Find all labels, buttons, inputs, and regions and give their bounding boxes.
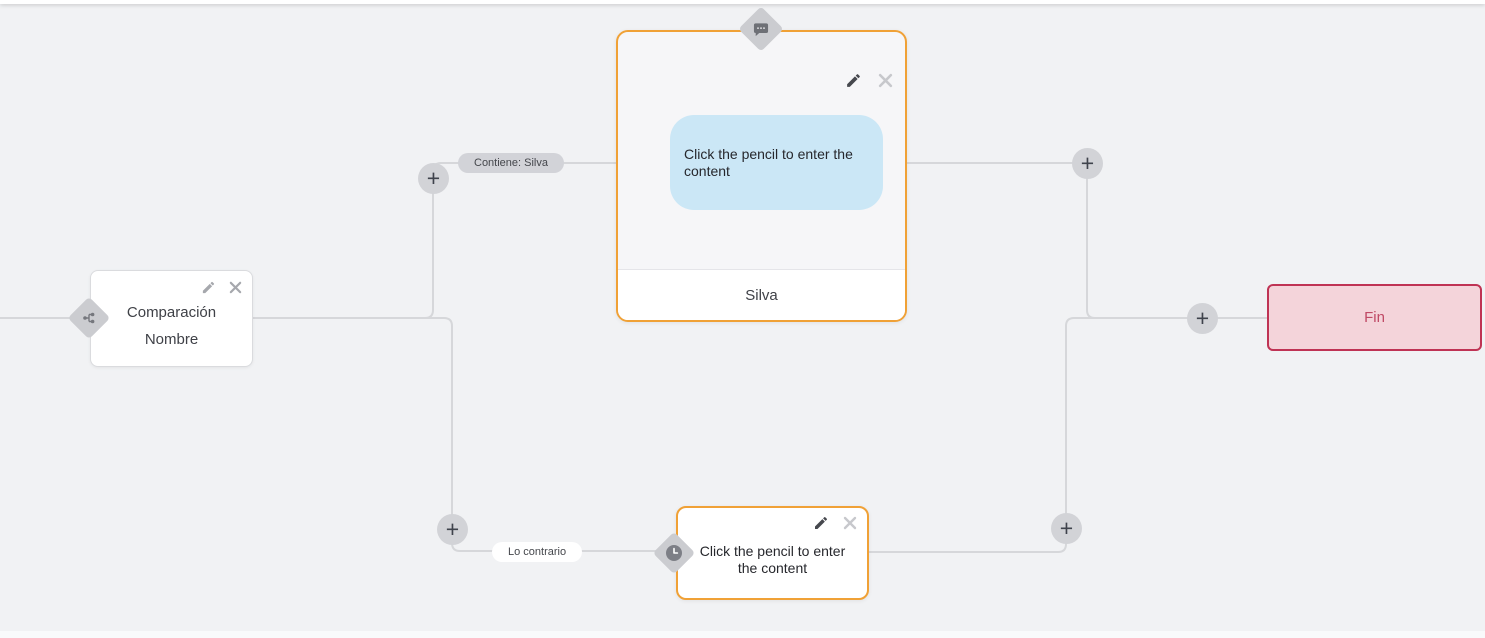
add-node-button-bottom-branch[interactable]: +: [437, 514, 468, 545]
message-node[interactable]: Click the pencil to enter the content Si…: [616, 30, 907, 322]
condition-node-type-badge: [67, 296, 111, 340]
close-icon[interactable]: [229, 281, 242, 294]
delay-node-text: Click the pencil to enter the content: [699, 543, 846, 576]
add-node-button-before-end[interactable]: +: [1187, 303, 1218, 334]
edge-label-otherwise[interactable]: Lo contrario: [492, 542, 583, 562]
toolbar-bottom-edge: [0, 0, 1485, 4]
edge-delay-to-end: [869, 317, 1190, 553]
message-node-footer: Silva: [618, 269, 905, 320]
add-node-button-after-delay[interactable]: +: [1051, 513, 1082, 544]
edge-label-contains[interactable]: Contiene: Silva: [458, 153, 564, 173]
clock-icon: [666, 545, 682, 561]
edge-condition-to-delay: [253, 317, 660, 552]
condition-title-line1: Comparación: [126, 303, 217, 321]
chat-bubble-icon: [753, 22, 769, 36]
close-icon[interactable]: [878, 73, 893, 88]
message-footer-label: Silva: [745, 286, 778, 304]
end-node[interactable]: Fin: [1267, 284, 1482, 351]
edge-message-to-end: [907, 162, 1267, 319]
condition-node[interactable]: Comparación Nombre: [90, 270, 253, 367]
add-node-button-after-message[interactable]: +: [1072, 148, 1103, 179]
close-icon[interactable]: [843, 516, 857, 530]
branch-icon: [83, 312, 95, 324]
end-node-label: Fin: [1364, 309, 1385, 326]
delay-node[interactable]: Click the pencil to enter the content: [676, 506, 869, 600]
edit-pencil-icon[interactable]: [845, 72, 862, 89]
add-node-button-top-branch[interactable]: +: [418, 163, 449, 194]
statusbar-top-edge: [0, 631, 1485, 638]
edit-pencil-icon[interactable]: [813, 515, 829, 531]
edit-pencil-icon[interactable]: [201, 280, 216, 295]
message-bubble: Click the pencil to enter the content: [670, 115, 883, 210]
condition-title-line2: Nombre: [144, 330, 199, 348]
message-node-type-badge: [738, 6, 784, 52]
delay-node-type-badge: [652, 531, 696, 575]
